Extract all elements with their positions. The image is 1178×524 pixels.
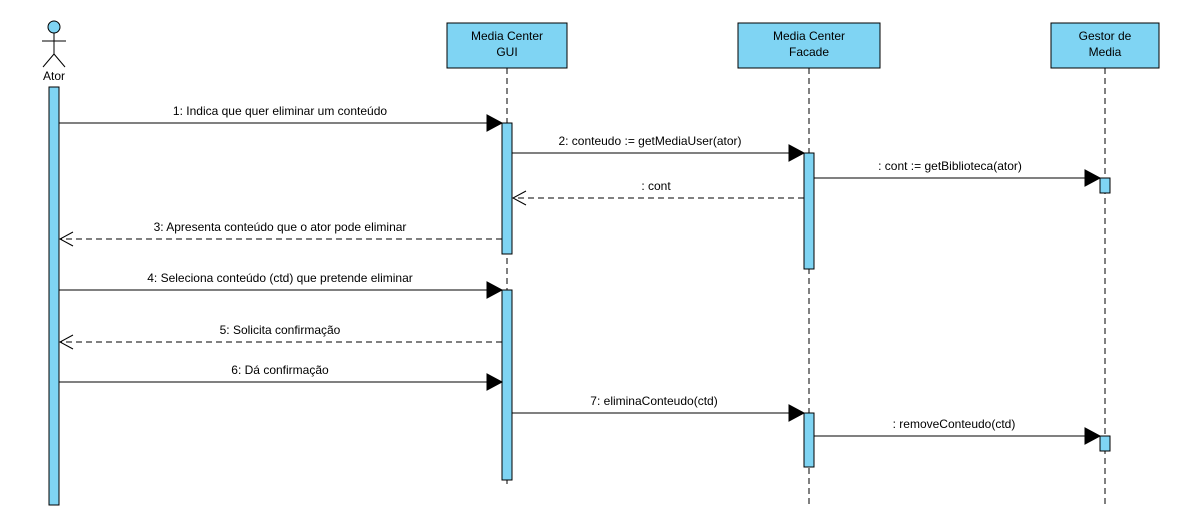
message-6-label: 4: Seleciona conteúdo (ctd) que pretende…	[147, 271, 413, 285]
message-2: 2: conteudo := getMediaUser(ator)	[512, 134, 806, 162]
message-1-arrowhead	[486, 114, 504, 132]
actor-head-icon	[47, 20, 61, 34]
message-3-arrowhead	[1084, 169, 1102, 187]
actor-label: Ator	[43, 69, 65, 83]
participant-gestor-line-1: Gestor de	[1079, 29, 1132, 43]
participant-facade-line-1: Media Center	[773, 29, 845, 43]
message-6: 4: Seleciona conteúdo (ctd) que pretende…	[59, 271, 504, 299]
gui-activation-bar-1	[501, 122, 513, 255]
message-2-arrowhead	[788, 144, 806, 162]
message-1: 1: Indica que quer eliminar um conteúdo	[59, 104, 504, 132]
gestor-activation-bar-2	[1099, 435, 1111, 452]
facade-activation-bar-2	[803, 412, 815, 468]
message-10: : removeConteudo(ctd)	[814, 417, 1102, 445]
message-4-arrowhead	[511, 190, 527, 206]
actor-leg-right	[53, 53, 66, 68]
participant-facade-line-2: Facade	[789, 45, 829, 59]
participant-box-facade	[737, 22, 881, 69]
message-9: 7: eliminaConteudo(ctd)	[512, 394, 806, 422]
message-4: : cont	[511, 179, 804, 206]
message-9-label: 7: eliminaConteudo(ctd)	[590, 394, 717, 408]
message-9-arrowhead	[788, 404, 806, 422]
participant-gui-line-2: GUI	[496, 45, 517, 59]
message-5-arrowhead	[58, 231, 74, 247]
gui-activation-bar-2	[501, 289, 513, 481]
message-1-label: 1: Indica que quer eliminar um conteúdo	[173, 104, 387, 118]
gestor-activation-bar-1	[1099, 177, 1111, 194]
message-8: 6: Dá confirmação	[59, 363, 504, 391]
message-6-arrowhead	[486, 281, 504, 299]
message-7: 5: Solicita confirmação	[58, 323, 502, 350]
message-4-label: : cont	[641, 179, 671, 193]
message-5: 3: Apresenta conteúdo que o ator pode el…	[58, 220, 502, 247]
participant-gestor-line-2: Media	[1089, 45, 1122, 59]
actor-figure: Ator	[42, 20, 66, 83]
message-3: : cont := getBiblioteca(ator)	[814, 159, 1102, 187]
participant-box-gestor	[1050, 22, 1160, 69]
facade-activation-bar-1	[803, 152, 815, 270]
message-10-label: : removeConteudo(ctd)	[893, 417, 1016, 431]
message-8-label: 6: Dá confirmação	[231, 363, 329, 377]
actor-activation-bar	[48, 86, 60, 506]
message-8-arrowhead	[486, 373, 504, 391]
participant-gestor-de-media: Gestor de Media	[1050, 22, 1160, 505]
participant-gui-line-1: Media Center	[471, 29, 543, 43]
message-10-arrowhead	[1084, 427, 1102, 445]
message-7-label: 5: Solicita confirmação	[220, 323, 341, 337]
participant-box-gui	[446, 22, 568, 69]
message-2-label: 2: conteudo := getMediaUser(ator)	[558, 134, 741, 148]
message-7-arrowhead	[58, 334, 74, 350]
actor-leg-left	[42, 53, 55, 68]
participant-media-center-gui: Media Center GUI	[446, 22, 568, 485]
message-3-label: : cont := getBiblioteca(ator)	[878, 159, 1022, 173]
message-5-label: 3: Apresenta conteúdo que o ator pode el…	[154, 220, 407, 234]
